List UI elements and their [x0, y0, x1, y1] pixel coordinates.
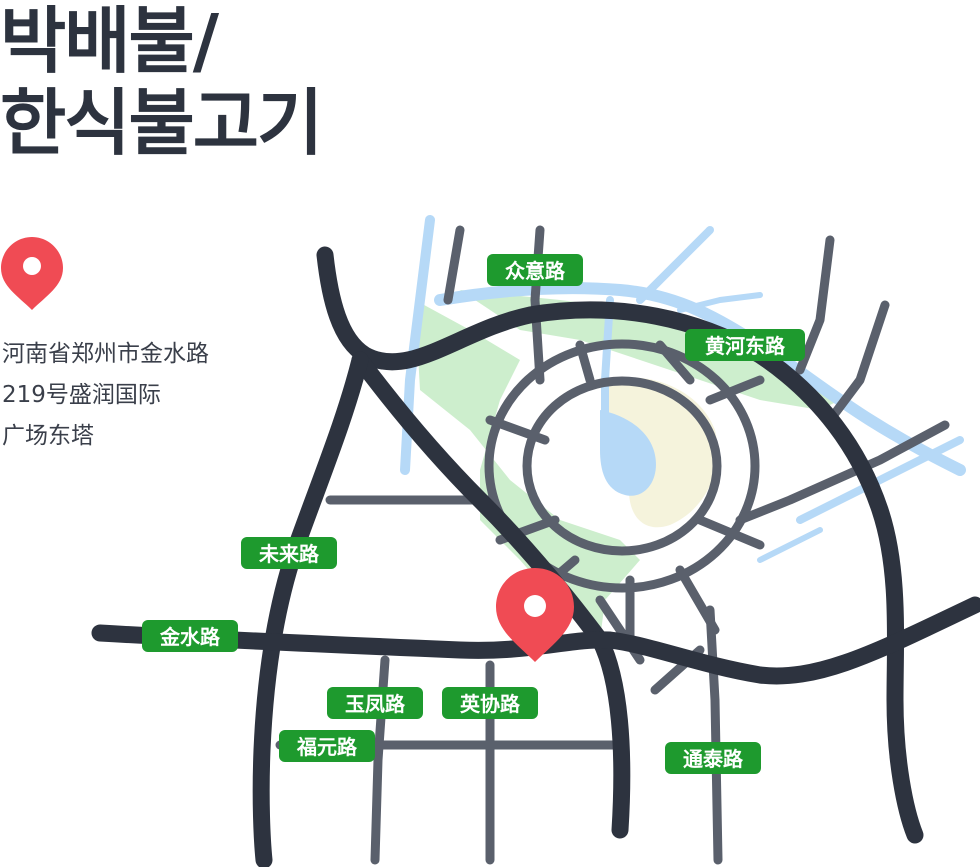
- map-pin-icon: [496, 568, 574, 662]
- svg-text:未来路: 未来路: [259, 542, 320, 566]
- svg-text:玉凤路: 玉凤路: [345, 692, 406, 716]
- address-line-1: 河南省郑州市金水路: [2, 341, 209, 367]
- svg-text:众意路: 众意路: [505, 259, 566, 283]
- road-label-weilai: 未来路: [241, 537, 337, 569]
- road-label-jinshui: 金水路: [142, 620, 238, 652]
- location-pin-icon: [1, 237, 63, 310]
- address-line-2: 219号盛润国际: [2, 382, 161, 408]
- title-line-2: 한식불고기: [0, 81, 323, 165]
- minor-roads: [275, 225, 950, 865]
- road-label-tongtai: 通泰路: [665, 742, 761, 774]
- svg-text:福元路: 福元路: [296, 735, 358, 759]
- road-label-yufeng: 玉凤路: [327, 687, 423, 719]
- address-block: 河南省郑州市金水路 219号盛润国际 广场东塔: [2, 334, 209, 457]
- title-line-1: 박배불/: [0, 0, 219, 83]
- road-label-zhongyi: 众意路: [487, 254, 583, 286]
- svg-text:通泰路: 通泰路: [683, 747, 744, 771]
- road-label-yingxie: 英协路: [442, 687, 538, 719]
- svg-text:金水路: 金水路: [159, 625, 221, 649]
- svg-text:英协路: 英协路: [460, 692, 521, 716]
- road-label-huanghe-east: 黄河东路: [685, 329, 805, 361]
- lake: [600, 410, 656, 496]
- restaurant-title: 박배불/ 한식불고기: [0, 0, 323, 165]
- address-line-3: 广场东塔: [2, 423, 94, 449]
- svg-text:黄河东路: 黄河东路: [705, 334, 786, 358]
- park-area-west: [415, 300, 640, 640]
- road-label-fuyuan: 福元路: [279, 730, 375, 762]
